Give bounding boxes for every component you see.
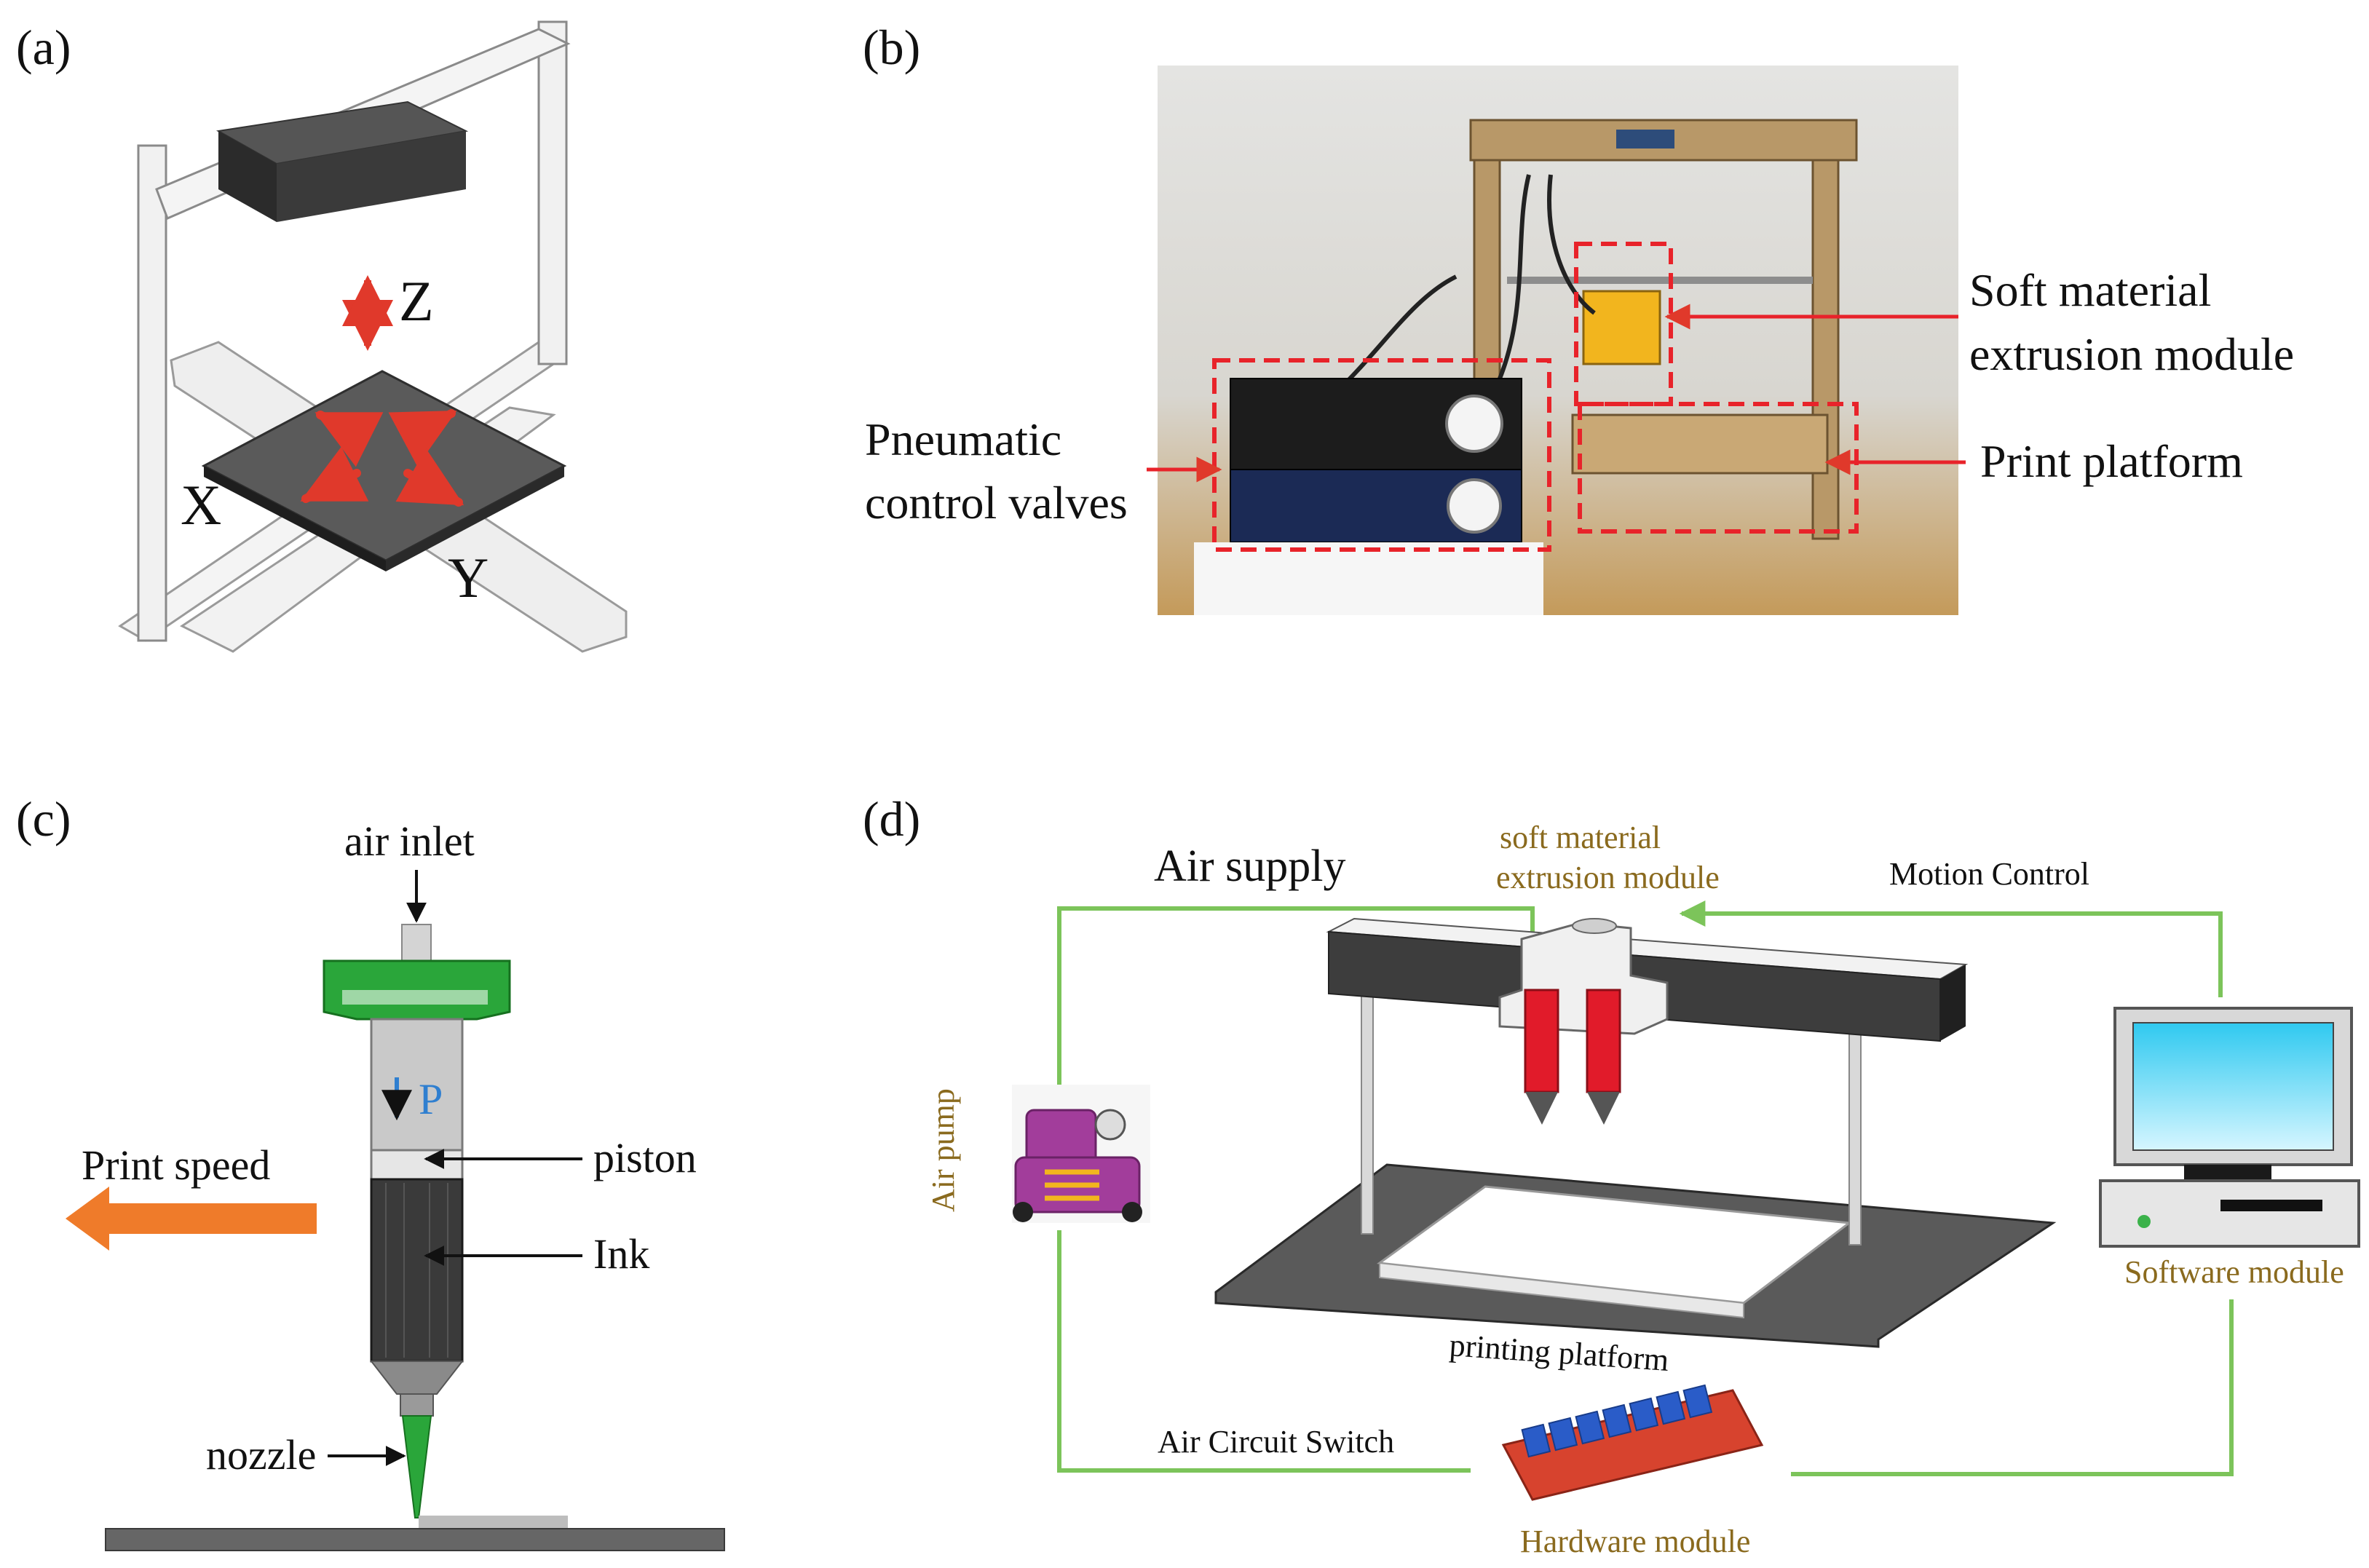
syringe-barrel-air xyxy=(370,1018,464,1152)
syringe-right xyxy=(1586,989,1621,1093)
air-switch-line xyxy=(1057,1230,1471,1473)
callout-arrows xyxy=(1147,304,1966,483)
gantry-post-left xyxy=(1361,989,1374,1235)
z-axis-label: Z xyxy=(399,269,434,333)
ink-stripes xyxy=(385,1183,448,1358)
print-speed-label: Print speed xyxy=(82,1141,270,1189)
extruder-port xyxy=(1572,918,1617,934)
air-inlet-tube xyxy=(401,924,432,962)
printer-photo xyxy=(1158,66,1958,615)
syringe-taper xyxy=(369,1361,464,1395)
printer-illustration xyxy=(1214,917,2057,1348)
substrate xyxy=(105,1528,725,1551)
post-back-right xyxy=(537,20,568,365)
callout-valves-line2: control valves xyxy=(865,477,1128,528)
panel-a: (a) Z xyxy=(16,20,628,653)
air-supply-label: Air supply xyxy=(1154,842,1346,891)
nozzle-tip xyxy=(401,1415,432,1518)
software-label: Software module xyxy=(2124,1254,2344,1290)
callout-print-platform: Print platform xyxy=(1980,435,2243,487)
air-pump-icon xyxy=(1012,1085,1150,1223)
syringe-right-tip xyxy=(1587,1092,1620,1125)
monitor-screen xyxy=(2132,1022,2334,1151)
piston-label: piston xyxy=(593,1134,697,1181)
printing-bed-edge xyxy=(1379,1262,1744,1319)
x-axis-label: X xyxy=(181,473,221,536)
panel-b: (b) xyxy=(863,20,2294,615)
callout-soft-material-line2: extrusion module xyxy=(1969,328,2294,380)
gantry-post-right xyxy=(1848,1018,1862,1246)
callout-valves-line1: Pneumatic xyxy=(865,413,1061,465)
luer-lock xyxy=(400,1393,434,1417)
panel-d: (d) Air supply soft material extrusion m… xyxy=(863,791,2360,1559)
printer-rods xyxy=(1507,277,1813,284)
power-led xyxy=(2137,1215,2151,1228)
ink-label: Ink xyxy=(593,1230,649,1278)
nozzle-label: nozzle xyxy=(206,1431,316,1478)
printer-bed xyxy=(1571,413,1829,475)
air-pump-label: Air pump xyxy=(925,1088,961,1212)
pressure-label: P xyxy=(419,1075,443,1123)
syringe-left xyxy=(1524,989,1559,1093)
printed-line xyxy=(419,1516,568,1530)
disk-slot xyxy=(2220,1200,2322,1211)
box-platform xyxy=(1578,402,1859,534)
cap-teeth xyxy=(342,990,488,1005)
panel-c-label: (c) xyxy=(16,791,71,847)
syringe-left-tip xyxy=(1525,1092,1558,1125)
desk-paper xyxy=(1194,542,1543,615)
callout-soft-material-line1: Soft material xyxy=(1969,264,2211,316)
air-switch-label: Air Circuit Switch xyxy=(1158,1424,1394,1460)
panel-b-label: (b) xyxy=(863,20,920,75)
hardware-label: Hardware module xyxy=(1520,1524,1750,1559)
desktop-case xyxy=(2099,1179,2360,1248)
xy-motion-arrows xyxy=(300,409,464,507)
syringe xyxy=(323,924,511,1518)
y-axis-label: Y xyxy=(448,546,489,609)
gantry-beam-end xyxy=(1940,965,1966,1041)
relay-board-icon xyxy=(1501,1384,1764,1501)
motion-control-label: Motion Control xyxy=(1889,856,2089,892)
motion-control-line xyxy=(1679,900,2223,997)
air-inlet-label: air inlet xyxy=(344,817,475,865)
syringe-piston xyxy=(370,1149,464,1181)
extrusion-label-line1: soft material xyxy=(1500,820,1661,855)
box-valves xyxy=(1212,358,1551,552)
gauge-lower xyxy=(1447,478,1502,534)
print-speed-arrow xyxy=(66,1187,317,1251)
extrusion-label-line2: extrusion module xyxy=(1496,860,1720,895)
extruder-yellow xyxy=(1582,290,1661,365)
gauge-upper xyxy=(1445,395,1503,453)
panel-c: (c) air inlet P piston Ink nozz xyxy=(16,791,725,1551)
printer-lcd xyxy=(1616,130,1674,149)
platform-label: printing platform xyxy=(1448,1327,1670,1378)
monitor-stand xyxy=(2184,1165,2271,1181)
printer-frame-right xyxy=(1811,159,1840,540)
computer-icon xyxy=(2099,1007,2360,1248)
syringe-ink xyxy=(370,1178,464,1363)
post-front-left xyxy=(137,144,167,642)
print-head-front xyxy=(218,131,277,222)
hardware-software-line xyxy=(1791,1299,2234,1476)
panel-d-label: (d) xyxy=(863,791,920,847)
build-plate xyxy=(201,370,567,571)
panel-a-label: (a) xyxy=(16,20,71,75)
print-head-side xyxy=(277,131,466,222)
